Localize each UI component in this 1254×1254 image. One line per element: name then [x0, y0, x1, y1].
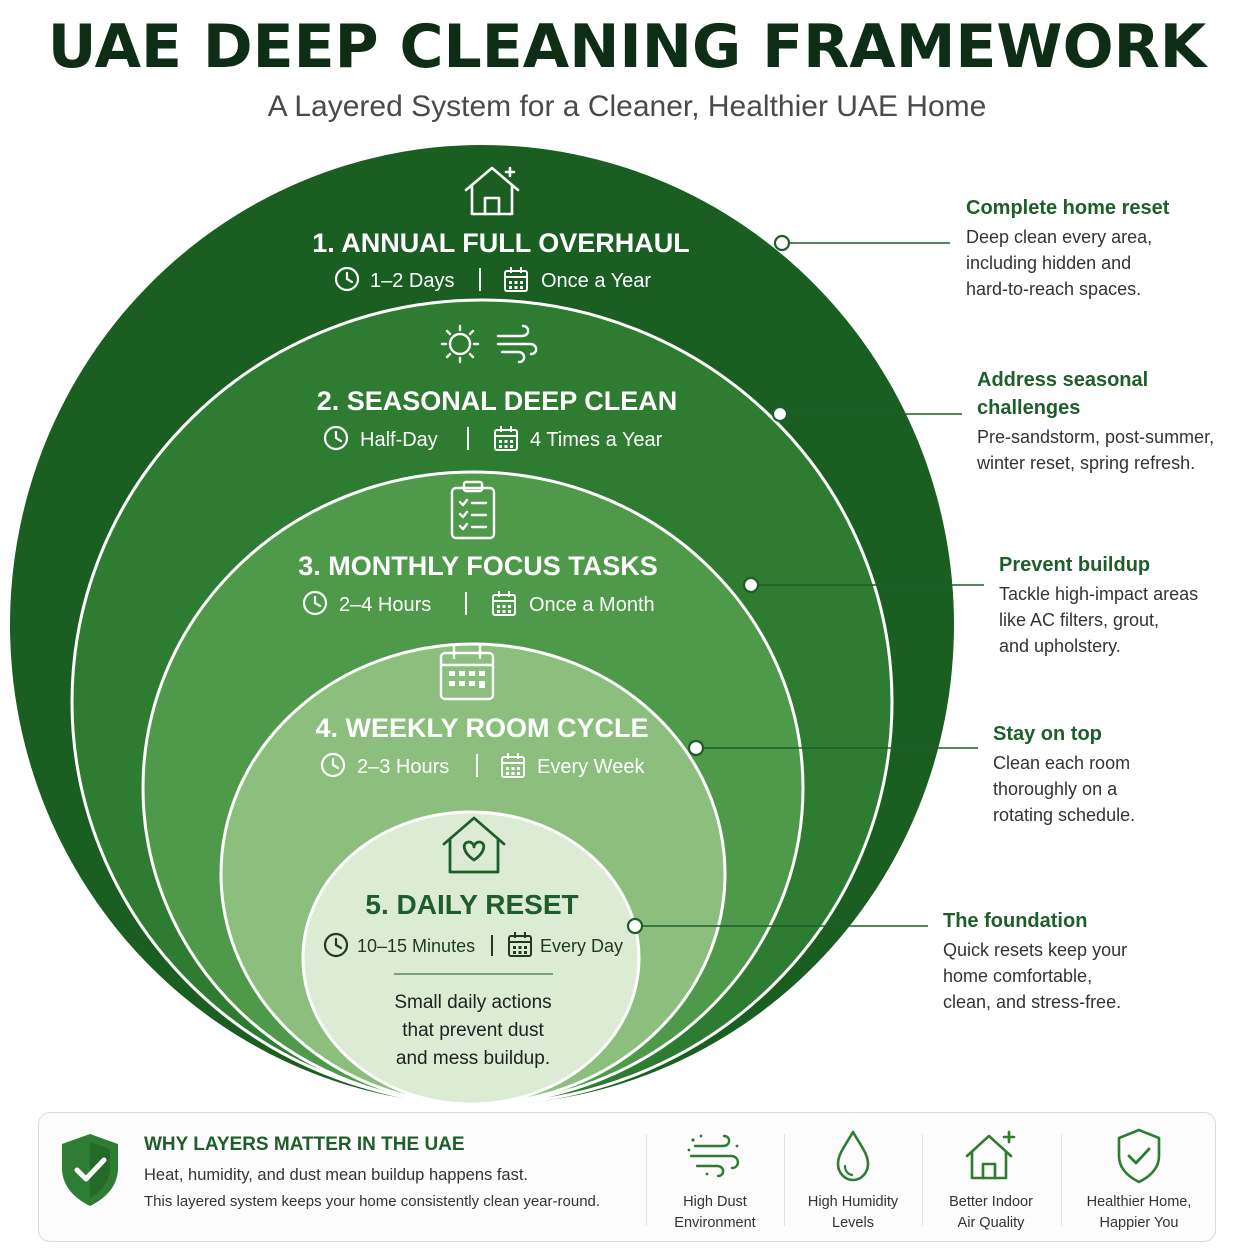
annotation-4: Stay on top Clean each room thoroughly o… — [993, 720, 1135, 828]
why-text-line-2: This layered system keeps your home cons… — [144, 1193, 601, 1210]
connector-dot-2 — [771, 405, 789, 423]
annotation-2: Address seasonal challenges Pre-sandstor… — [977, 366, 1214, 476]
feature-healthier-home: Healthier Home, Happier You — [1070, 1126, 1208, 1236]
layer-1-frequency: Once a Year — [541, 270, 651, 292]
why-title: WHY LAYERS MATTER IN THE UAE — [144, 1134, 465, 1155]
layer-3-duration: 2–4 Hours — [339, 594, 431, 616]
annotation-3-body-1: Tackle high-impact areas — [999, 584, 1199, 604]
panel-divider — [1061, 1134, 1062, 1226]
annotation-1-body-2: including hidden and — [966, 253, 1132, 273]
house-sparkle-icon — [965, 1130, 1016, 1180]
annotation-1-body-1: Deep clean every area, — [966, 227, 1153, 247]
feature-high-dust-label-1: High Dust — [683, 1194, 747, 1210]
layer-4-frequency: Every Week — [537, 756, 645, 778]
house-heart-icon — [442, 816, 506, 874]
annotation-5-body-2: home comfortable, — [943, 966, 1093, 986]
page-subtitle: A Layered System for a Cleaner, Healthie… — [267, 90, 987, 123]
daily-note-line-1: Small daily actions — [394, 992, 551, 1013]
layer-5-frequency: Every Day — [540, 936, 623, 956]
connector-dot-4 — [687, 739, 705, 757]
feature-air-quality: Better Indoor Air Quality — [922, 1126, 1060, 1236]
annotation-3-body-2: like AC filters, grout, — [999, 610, 1160, 630]
connector-dot-5 — [626, 917, 644, 935]
why-layers-panel — [38, 1112, 1216, 1242]
annotation-3-body-3: and upholstery. — [999, 636, 1121, 656]
house-sparkle-icon — [464, 166, 520, 216]
wind-dust-icon — [687, 1134, 740, 1178]
annotation-2-heading-2: challenges — [977, 397, 1081, 419]
connector-dot-3 — [742, 576, 760, 594]
layer-4-duration: 2–3 Hours — [357, 756, 449, 778]
annotation-5-body-3: clean, and stress-free. — [943, 992, 1122, 1012]
annotation-1-body-3: hard-to-reach spaces. — [966, 279, 1142, 299]
shield-check-icon — [62, 1134, 118, 1206]
shield-check-icon — [1117, 1128, 1161, 1184]
annotation-4-heading: Stay on top — [993, 723, 1102, 745]
annotation-3: Prevent buildup Tackle high-impact areas… — [999, 551, 1198, 659]
layer-5-title: 5. DAILY RESET — [365, 889, 578, 920]
layer-3-frequency: Once a Month — [529, 594, 655, 616]
sun-wind-icon — [440, 324, 538, 364]
feature-high-humidity-label-1: High Humidity — [807, 1194, 899, 1210]
daily-note-line-2: that prevent dust — [402, 1020, 544, 1041]
annotation-4-body-1: Clean each room — [993, 753, 1131, 773]
layer-5-duration: 10–15 Minutes — [357, 936, 475, 956]
layer-1-duration: 1–2 Days — [370, 270, 455, 292]
annotation-5-body-1: Quick resets keep your — [943, 940, 1128, 960]
feature-high-dust: High Dust Environment — [646, 1126, 784, 1236]
annotation-5: The foundation Quick resets keep your ho… — [943, 907, 1127, 1015]
feature-healthier-home-label-2: Happier You — [1099, 1215, 1179, 1231]
layer-3-title: 3. MONTHLY FOCUS TASKS — [298, 551, 658, 581]
layer-2-frequency: 4 Times a Year — [530, 429, 663, 451]
layer-4-title: 4. WEEKLY ROOM CYCLE — [315, 713, 648, 743]
annotation-4-body-3: rotating schedule. — [993, 805, 1136, 825]
layer-2-duration: Half-Day — [360, 429, 438, 451]
annotation-2-body-1: Pre-sandstorm, post-summer, — [977, 427, 1215, 447]
feature-air-quality-label-1: Better Indoor — [949, 1194, 1033, 1210]
layer-1-title: 1. ANNUAL FULL OVERHAUL — [312, 228, 690, 258]
layer-2-title: 2. SEASONAL DEEP CLEAN — [317, 386, 678, 416]
feature-high-humidity-label-2: Levels — [832, 1215, 874, 1231]
panel-divider — [784, 1134, 785, 1226]
feature-high-dust-label-2: Environment — [674, 1215, 756, 1231]
annotation-2-heading-1: Address seasonal — [977, 369, 1149, 391]
why-text-line-1: Heat, humidity, and dust mean buildup ha… — [144, 1166, 529, 1184]
water-drop-icon — [836, 1130, 870, 1182]
daily-note-line-3: and mess buildup. — [396, 1048, 550, 1069]
feature-high-humidity: High Humidity Levels — [784, 1126, 922, 1236]
feature-air-quality-label-2: Air Quality — [957, 1215, 1025, 1231]
layer-5-shape — [301, 810, 641, 1106]
annotation-1-heading: Complete home reset — [966, 197, 1170, 219]
connector-dot-1 — [773, 234, 791, 252]
annotation-2-body-2: winter reset, spring refresh. — [977, 453, 1196, 473]
annotation-4-body-2: thoroughly on a — [993, 779, 1118, 799]
panel-divider — [646, 1134, 647, 1226]
annotation-3-heading: Prevent buildup — [999, 554, 1151, 576]
page-title: UAE DEEP CLEANING FRAMEWORK — [47, 12, 1207, 82]
annotation-1: Complete home reset Deep clean every are… — [966, 194, 1169, 302]
annotation-5-heading: The foundation — [943, 910, 1088, 932]
panel-divider — [922, 1134, 923, 1226]
calendar-icon — [439, 644, 495, 701]
feature-healthier-home-label-1: Healthier Home, — [1086, 1194, 1192, 1210]
clipboard-checklist-icon — [450, 480, 496, 540]
